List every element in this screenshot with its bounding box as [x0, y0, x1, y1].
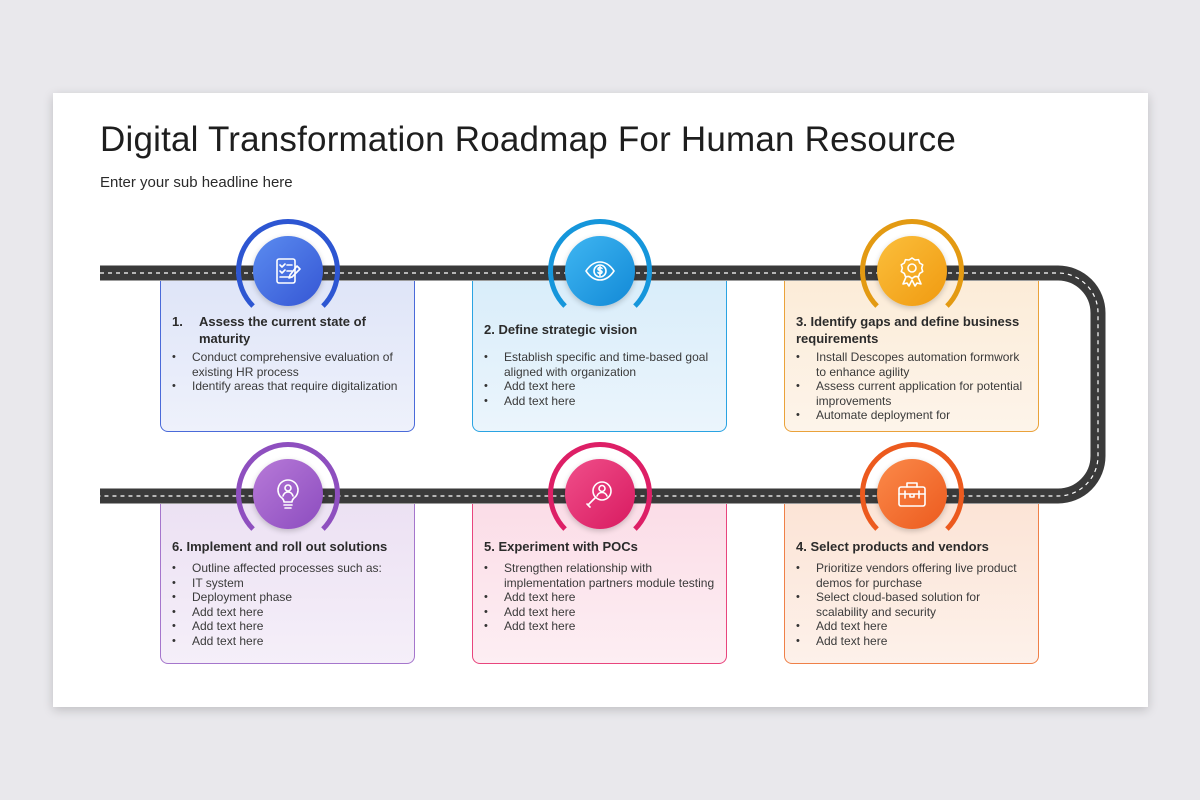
list-item: Strengthen relationship with implementat… [484, 561, 716, 590]
step-icon-circle-6 [253, 459, 323, 529]
search-person-icon [586, 481, 612, 508]
step-ring-1 [236, 219, 340, 323]
list-item: Install Descopes automation formwork to … [796, 350, 1028, 379]
step-ring-6 [236, 442, 340, 546]
page-subtitle: Enter your sub headline here [100, 174, 293, 191]
list-item: Add text here [484, 619, 716, 634]
list-item: Deployment phase [172, 590, 404, 605]
step-title-4: 4. Select products and vendors [796, 539, 989, 554]
list-item: Add text here [172, 619, 404, 634]
step-ring-2 [548, 219, 652, 323]
step-icon-circle-2 [565, 236, 635, 306]
step-card-1: 1.Assess the current state of maturity C… [160, 281, 415, 432]
list-item: Prioritize vendors offering live product… [796, 561, 1028, 590]
list-item: Conduct comprehensive evaluation of exis… [172, 350, 404, 379]
list-item: Establish specific and time-based goal a… [484, 350, 716, 379]
list-item: Add text here [484, 605, 716, 620]
step-bullets-5: Strengthen relationship with implementat… [484, 561, 716, 634]
step-title-6: 6. Implement and roll out solutions [172, 539, 388, 554]
step-icon-circle-5 [565, 459, 635, 529]
list-item: Assess current application for potential… [796, 379, 1028, 408]
step-bullets-1: Conduct comprehensive evaluation of exis… [172, 350, 404, 394]
lightbulb-person-icon [277, 479, 299, 509]
step-bullets-2: Establish specific and time-based goal a… [484, 350, 716, 408]
list-item: IT system [172, 576, 404, 591]
step-bullets-6: Outline affected processes such as: IT s… [172, 561, 404, 648]
slide: Digital Transformation Roadmap For Human… [53, 93, 1148, 707]
checklist-icon [276, 258, 301, 284]
list-item: Add text here [796, 619, 1028, 634]
step-bullets-4: Prioritize vendors offering live product… [796, 561, 1028, 648]
step-icon-circle-3 [877, 236, 947, 306]
step-bullets-3: Install Descopes automation formwork to … [796, 350, 1028, 423]
list-item: Add text here [484, 394, 716, 409]
list-item: Add text here [484, 590, 716, 605]
list-item: Identify areas that require digitalizati… [172, 379, 404, 394]
step-ring-4 [860, 442, 964, 546]
page-title: Digital Transformation Roadmap For Human… [100, 120, 956, 159]
step-title-2: 2. Define strategic vision [484, 322, 638, 337]
list-item: Automate deployment for [796, 408, 1028, 423]
list-item: Select cloud-based solution for scalabil… [796, 590, 1028, 619]
list-item: Add text here [796, 634, 1028, 649]
step-card-4: 4. Select products and vendors Prioritiz… [784, 504, 1039, 664]
step-icon-circle-4 [877, 459, 947, 529]
eye-dollar-icon [585, 261, 615, 281]
step-icon-circle-1 [253, 236, 323, 306]
step-card-2: 2. Define strategic vision Establish spe… [472, 281, 727, 432]
list-item: Add text here [172, 605, 404, 620]
list-item: Add text here [172, 634, 404, 649]
list-item: Outline affected processes such as: [172, 561, 404, 576]
step-ring-3 [860, 219, 964, 323]
briefcase-icon [898, 482, 926, 507]
list-item: Add text here [484, 379, 716, 394]
award-icon [900, 257, 924, 287]
step-ring-5 [548, 442, 652, 546]
